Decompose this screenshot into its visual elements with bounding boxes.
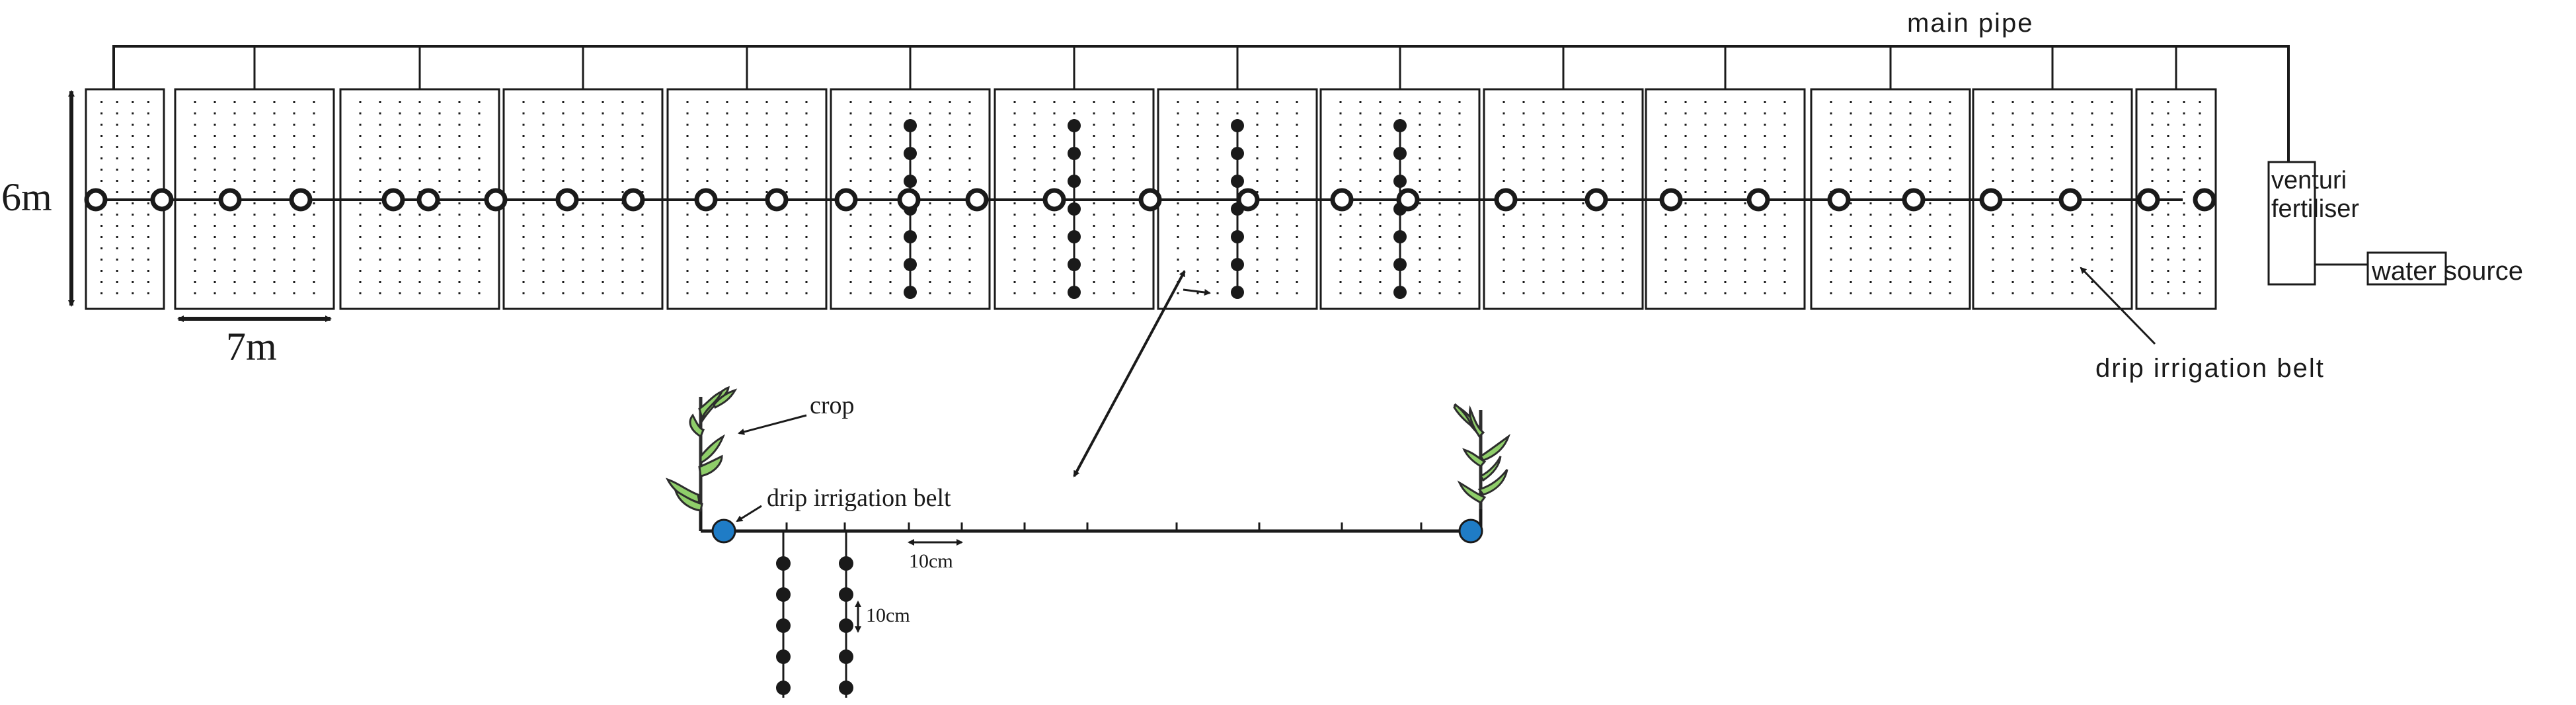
detail-drop: [839, 556, 853, 571]
valve-ring: [2193, 188, 2216, 212]
emitter-left: [711, 518, 736, 544]
emitter-drop: [1068, 258, 1081, 271]
valve-ring: [484, 188, 508, 212]
emitter-drop: [1393, 147, 1407, 160]
valve-ring: [289, 188, 313, 212]
lateral-valves: [84, 188, 2216, 212]
valve-ring: [1659, 188, 1683, 212]
valve-ring: [1042, 188, 1066, 212]
spacing-horizontal-label: 10cm: [909, 550, 953, 572]
venturi-label-line1: venturi: [2271, 167, 2347, 194]
main-pipe-label: main pipe: [1907, 9, 2033, 38]
valve-ring: [1979, 188, 2003, 212]
valve-ring: [1584, 188, 1608, 212]
emitter-drop: [1393, 286, 1407, 299]
valve-ring: [1236, 188, 1260, 212]
valve-ring: [1138, 188, 1162, 212]
emitter-drop: [1393, 258, 1407, 271]
valve-ring: [1494, 188, 1518, 212]
valve-ring: [965, 188, 989, 212]
valve-ring: [621, 188, 645, 212]
emitter-drop: [1231, 258, 1244, 271]
drip-belt-arrow-detail: [736, 505, 762, 522]
emitter-drop: [904, 286, 917, 299]
main-pipe: [112, 45, 2290, 162]
valve-ring: [218, 188, 242, 212]
emitter-drop: [1068, 230, 1081, 243]
detail-drop: [776, 556, 791, 571]
valve-ring: [84, 188, 108, 212]
crop-arrow: [738, 414, 807, 435]
valve-ring: [555, 188, 579, 212]
emitter-drop: [1068, 147, 1081, 160]
emitter-drop: [1393, 175, 1407, 188]
valve-ring: [150, 188, 174, 212]
valve-ring: [1396, 188, 1420, 212]
crop-label: crop: [810, 392, 855, 419]
valve-ring: [1330, 188, 1354, 212]
emitter-drop: [1231, 286, 1244, 299]
emitter-drop: [904, 175, 917, 188]
emitter-drop: [1068, 175, 1081, 188]
detail-drop: [776, 618, 791, 633]
drip-belt-detail: [699, 509, 1483, 698]
valve-ring: [381, 188, 405, 212]
emitter-drop: [1231, 147, 1244, 160]
drip-belt-label-detail: drip irrigation belt: [767, 484, 951, 512]
emitter-drop: [1068, 119, 1081, 132]
valve-ring: [2058, 188, 2082, 212]
venturi-fertiliser: [2267, 161, 2368, 286]
emitter-drop: [1393, 230, 1407, 243]
detail-callout: [1073, 270, 1186, 477]
detail-drop: [776, 587, 791, 602]
emitter-drop: [1231, 230, 1244, 243]
crop-right: [1453, 403, 1510, 509]
detail-drop: [839, 681, 853, 695]
detail-drop: [839, 587, 853, 602]
detail-drop: [776, 681, 791, 695]
valve-ring: [1746, 188, 1770, 212]
emitter-drop: [1231, 175, 1244, 188]
emitter-drop: [904, 230, 917, 243]
emitter-right: [1458, 518, 1483, 544]
emitter-drop: [904, 147, 917, 160]
water-source-label: water source: [2371, 257, 2523, 286]
detail-drop: [839, 649, 853, 664]
emitter-drop: [904, 119, 917, 132]
detail-drop: [839, 618, 853, 633]
emitter-drop: [1231, 119, 1244, 132]
valve-ring: [765, 188, 789, 212]
drip-belt-arrow-top: [2080, 267, 2156, 345]
emitter-drop: [1393, 119, 1407, 132]
emitter-drop: [1068, 286, 1081, 299]
crop-left: [666, 386, 738, 512]
valve-ring: [1902, 188, 1926, 212]
valve-ring: [1827, 188, 1851, 212]
emitter-drop: [1068, 202, 1081, 216]
drip-belt-label-top: drip irrigation belt: [2095, 354, 2325, 383]
valve-ring: [694, 188, 718, 212]
height-dimension-label: 6m: [1, 175, 52, 219]
spacing-vertical-label: 10cm: [866, 604, 910, 626]
detail-marker-arrow: [1183, 288, 1211, 296]
valve-ring: [416, 188, 440, 212]
valve-ring: [897, 188, 921, 212]
emitter-drop: [904, 258, 917, 271]
width-dimension-label: 7m: [226, 325, 277, 368]
valve-ring: [834, 188, 858, 212]
venturi-label-line2: fertiliser: [2271, 195, 2359, 223]
water-source: [2366, 251, 2447, 286]
detail-drop: [776, 649, 791, 664]
valve-ring: [2136, 188, 2160, 212]
